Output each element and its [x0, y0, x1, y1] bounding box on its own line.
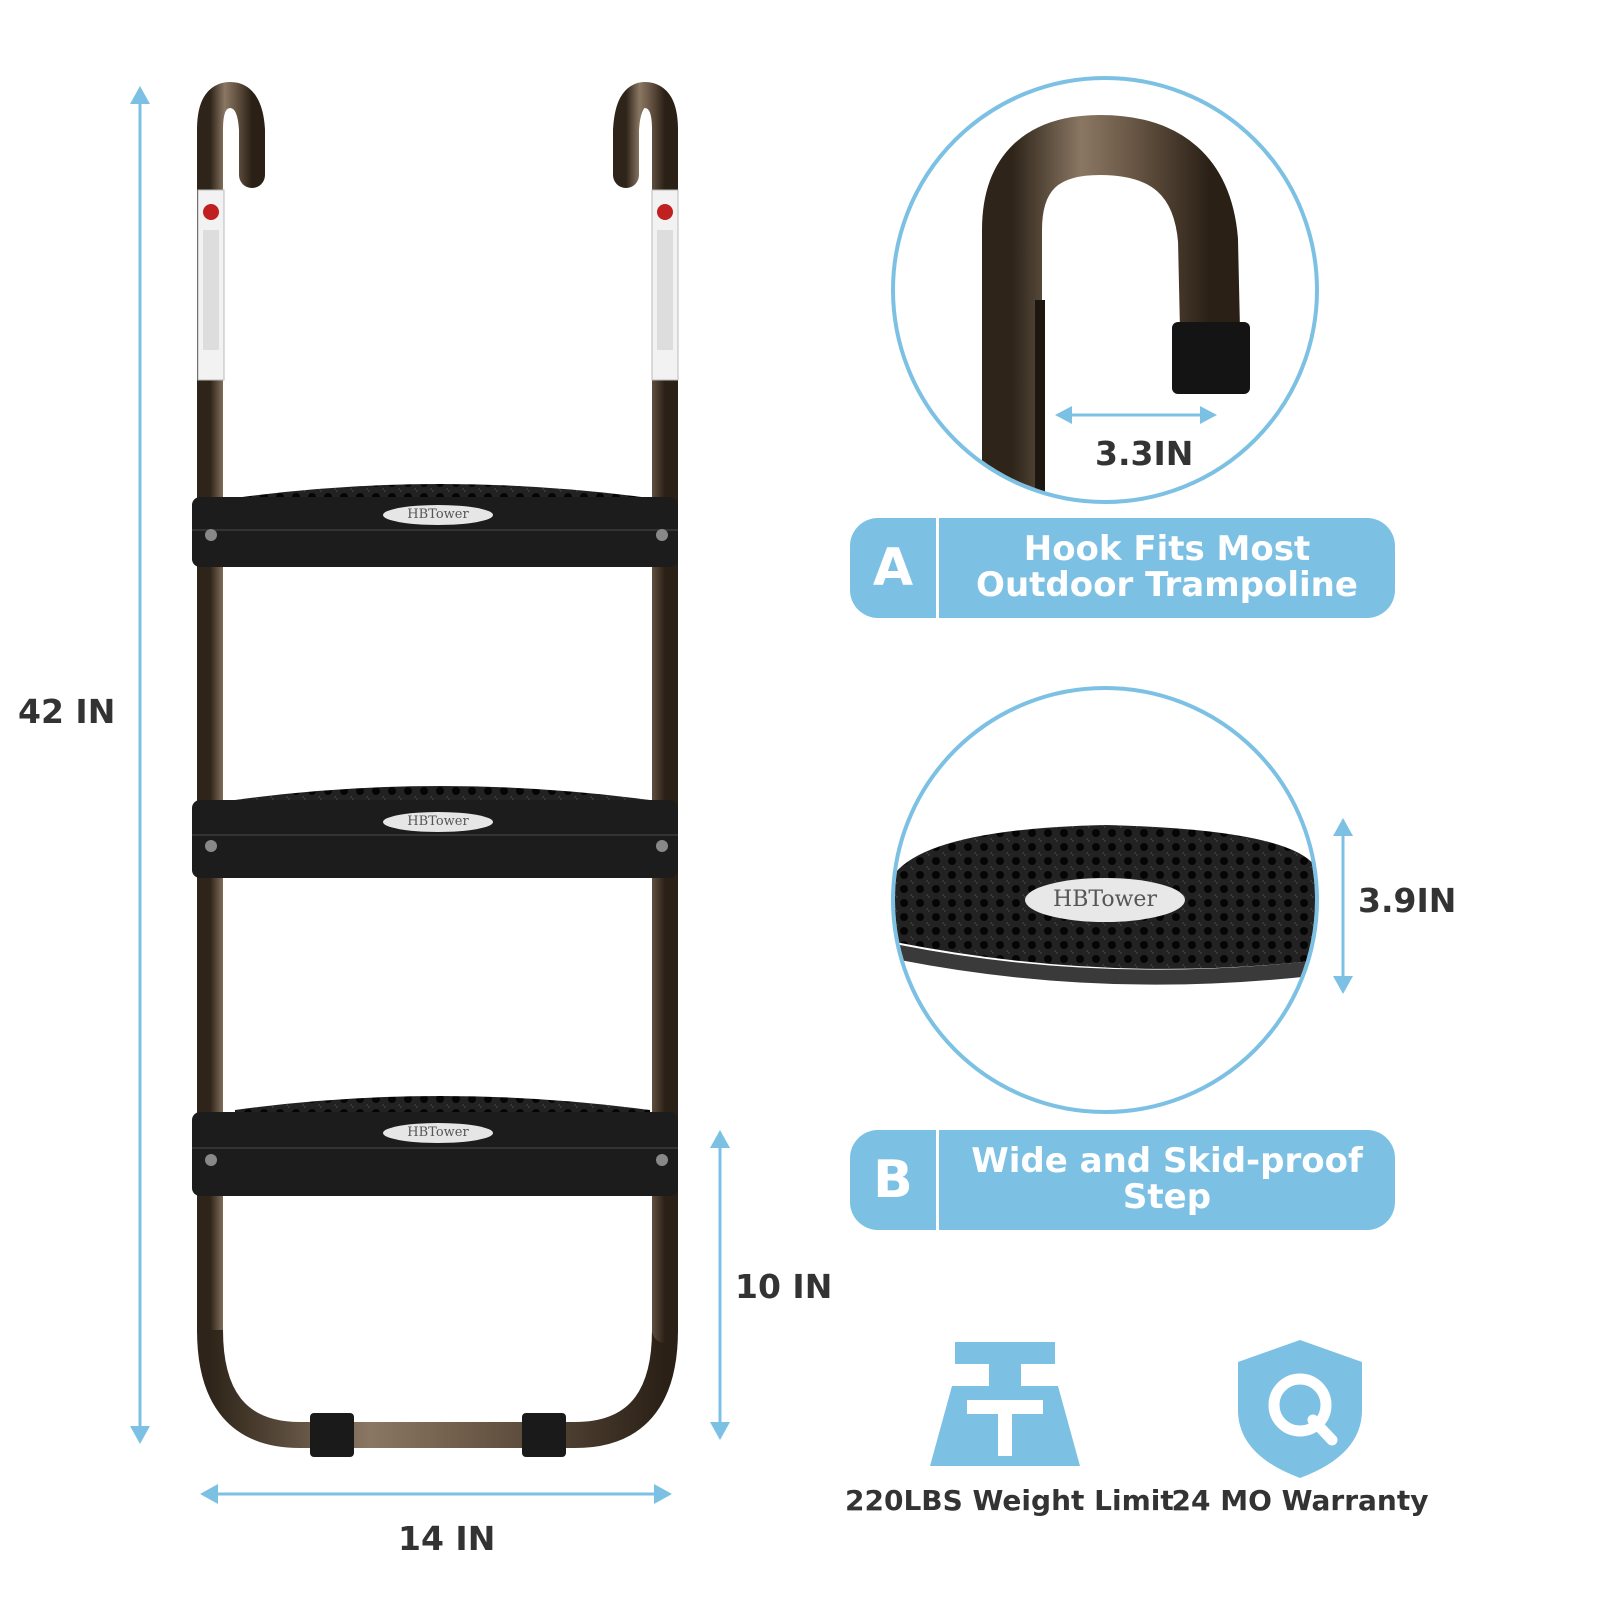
step-logo-badge: [383, 1123, 493, 1143]
hook-detail-circle: [891, 76, 1319, 504]
width-dimension-arrow: [200, 1484, 672, 1504]
step-logo-badge: [383, 812, 493, 832]
right-rail: [613, 81, 679, 1343]
bottom-clearance-label: 10 IN: [735, 1267, 833, 1306]
step-depth-label: 3.9IN: [1358, 881, 1457, 920]
feature-text-a: Hook Fits Most Outdoor Trampoline: [976, 529, 1358, 605]
step-detail-circle: [891, 686, 1353, 1114]
feature-bar-b: B Wide and Skid-proof Step: [850, 1130, 1395, 1230]
step-logo-badge: [383, 505, 493, 525]
step-logo-text: HBTower: [407, 814, 469, 829]
shield-icon: [1238, 1340, 1362, 1478]
height-label: 42 IN: [18, 692, 116, 731]
feature-bar-a: A Hook Fits Most Outdoor Trampoline: [850, 518, 1395, 618]
feature-letter-b: B: [850, 1130, 939, 1230]
step-depth-dimension-arrow: [1333, 818, 1353, 994]
feature-text-b: Wide and Skid-proof Step: [971, 1141, 1363, 1217]
foot-cap-right: [522, 1413, 566, 1457]
hook-width-label: 3.3IN: [1095, 434, 1194, 473]
weight-limit-caption: 220LBS Weight Limit: [845, 1484, 1174, 1517]
step-detail-logo-badge: [1025, 878, 1185, 922]
width-label: 14 IN: [398, 1519, 496, 1558]
weight-icon: [930, 1342, 1080, 1466]
step-detail-logo-text: HBTower: [1053, 887, 1157, 912]
step-logo-text: HBTower: [407, 1125, 469, 1140]
height-dimension-arrow: [130, 86, 150, 1444]
foot-cap-left: [310, 1413, 354, 1457]
step-1: [192, 484, 678, 567]
warranty-caption: 24 MO Warranty: [1171, 1484, 1429, 1517]
hook-end-cap: [1172, 322, 1250, 394]
clearance-dimension-arrow: [710, 1130, 730, 1440]
step-logo-text: HBTower: [407, 507, 469, 522]
step-3: [192, 1096, 678, 1196]
left-rail: [197, 81, 678, 1448]
feature-letter-a: A: [850, 518, 939, 618]
step-2: [192, 786, 678, 878]
